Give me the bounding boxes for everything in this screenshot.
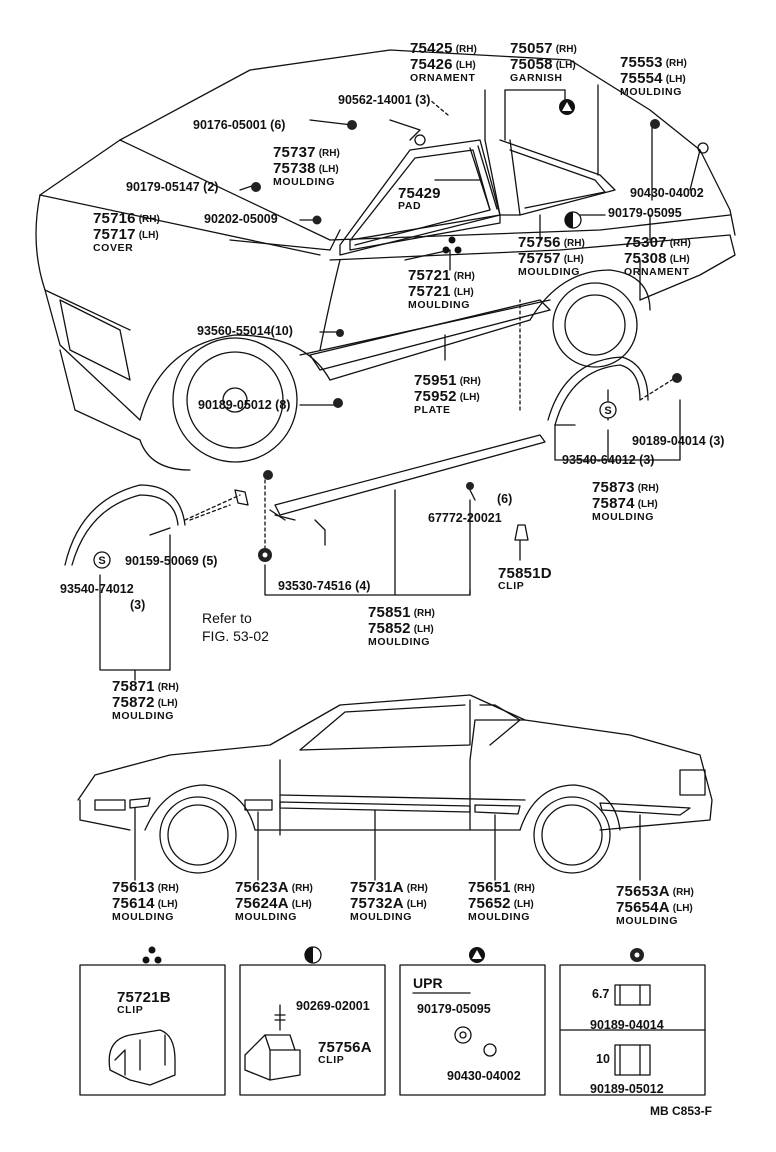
label-pad-75429: 75429 PAD [398, 185, 441, 212]
ring-symbol [258, 548, 644, 962]
small-fasteners [251, 119, 709, 490]
label-moulding-75553: 75553(RH) 75554(LH) MOULDING [620, 54, 687, 98]
label-screw-90562: 90562-14001 (3) [338, 93, 431, 107]
lower-car-side-view [77, 694, 713, 881]
label-moulding-75651: 75651(RH) 75652(LH) MOULDING [468, 879, 535, 923]
label-refer-to: Refer to FIG. 53-02 [202, 610, 269, 644]
box4-part-90189-05012: 90189-05012 [590, 1082, 664, 1096]
label-screw-93560: 93560-55014(10) [197, 324, 293, 338]
label-screw-93530: 93530-74516 (4) [278, 579, 371, 593]
label-screw-90159: 90159-50069 (5) [125, 554, 218, 568]
half-circle-symbol [304, 211, 582, 964]
label-clip-90189-04014-3: 90189-04014 (3) [632, 434, 725, 448]
label-moulding-75851: 75851(RH) 75852(LH) MOULDING [368, 604, 435, 648]
label-ornament-75425: 75425(RH) 75426(LH) ORNAMENT [410, 40, 477, 84]
wheel-arch-mouldings [64, 356, 681, 681]
box4-dim-10: 10 [596, 1052, 610, 1066]
box2-bolt-90269: 90269-02001 [296, 999, 370, 1013]
label-qty-3: (3) [130, 598, 146, 612]
box3-nut-90179: 90179-05095 [417, 1002, 491, 1016]
label-ornament-75307: 75307(RH) 75308(LH) ORNAMENT [624, 234, 691, 278]
label-moulding-75653a: 75653A(RH) 75654A(LH) MOULDING [616, 883, 694, 927]
label-clip-93540-64012: 93540-64012 (3) [562, 453, 655, 467]
label-clip-67772: 67772-20021 [428, 511, 502, 525]
box2-clip-75756a: 75756A CLIP [318, 1039, 372, 1066]
label-clip-90202: 90202-05009 [204, 212, 278, 226]
label-moulding-75873: 75873(RH) 75874(LH) MOULDING [592, 479, 659, 523]
s-clip-symbol: S S [93, 401, 617, 569]
label-clip-93540-74012: 93540-74012 [60, 582, 134, 596]
svg-text:S: S [98, 555, 105, 567]
label-moulding-75737: 75737(RH) 75738(LH) MOULDING [273, 144, 340, 188]
box4-part-90189-04014: 90189-04014 [590, 1018, 664, 1032]
label-qty-6: (6) [497, 492, 513, 506]
label-moulding-75756: 75756(RH) 75757(LH) MOULDING [518, 234, 585, 278]
label-moulding-75613: 75613(RH) 75614(LH) MOULDING [112, 879, 179, 923]
box1-clip-75721b: 75721B CLIP [117, 989, 171, 1016]
upper-car-body [35, 49, 736, 471]
label-nut-90179-05095: 90179-05095 [608, 206, 682, 220]
footer-code: MB C853-F [650, 1104, 713, 1118]
detail-boxes [79, 964, 706, 1096]
label-garnish-75057: 75057(RH) 75058(LH) GARNISH [510, 40, 577, 84]
label-clip-90179-05147: 90179-05147 (2) [126, 180, 219, 194]
box4-dim-6-7: 6.7 [592, 987, 610, 1001]
label-moulding-75623a: 75623A(RH) 75624A(LH) MOULDING [235, 879, 313, 923]
label-cover-75716: 75716(RH) 75717(LH) COVER [93, 210, 160, 254]
box3-clip-90430: 90430-04002 [447, 1069, 521, 1083]
label-clip-75851d: 75851D CLIP [498, 565, 552, 592]
label-plate-75951: 75951(RH) 75952(LH) PLATE [414, 372, 481, 416]
label-moulding-75721: 75721(RH) 75721(LH) MOULDING [408, 267, 475, 311]
label-moulding-75871: 75871(RH) 75872(LH) MOULDING [112, 678, 179, 722]
box3-upr: UPR [413, 975, 443, 991]
label-moulding-75731a: 75731A(RH) 75732A(LH) MOULDING [350, 879, 428, 923]
three-dot-clip-symbol [142, 236, 462, 964]
triangle-symbol [469, 99, 575, 963]
svg-text:S: S [604, 405, 611, 417]
label-clip-90189-05012-8: 90189-05012 (8) [198, 398, 291, 412]
label-clip-90430-04002: 90430-04002 [630, 186, 704, 200]
label-nut-90176: 90176-05001 (6) [193, 118, 286, 132]
